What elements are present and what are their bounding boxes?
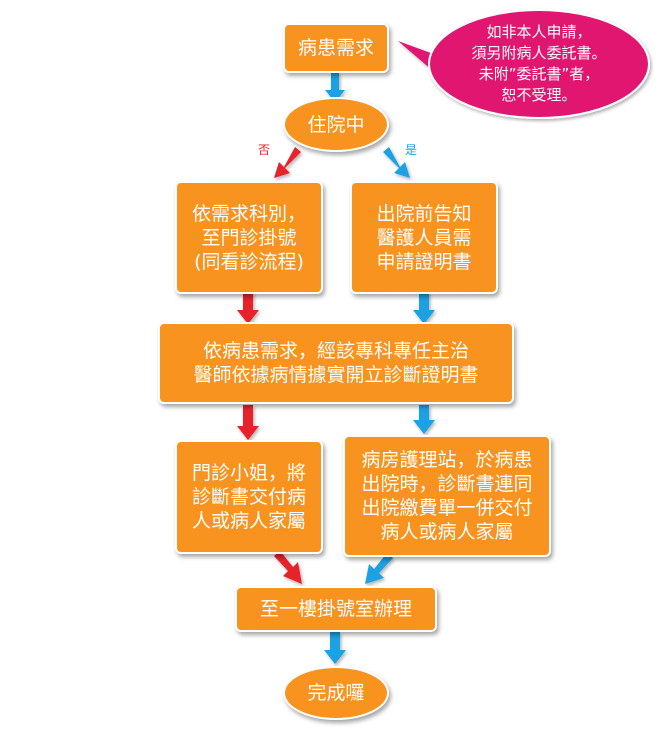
arrow-no-to-issue xyxy=(237,292,259,324)
label-no: 否 xyxy=(258,143,271,157)
node-done: 完成囉 xyxy=(283,666,389,720)
node-clinic-handover: 門診小姐，將 診斷書交付病 人或病人家屬 xyxy=(175,440,323,554)
node-inpatient: 住院中 xyxy=(283,97,389,152)
note-bubble-body xyxy=(428,9,650,119)
node-issue: 依病患需求，經該專科專任主治 醫師依據病情據實開立診斷證明書 xyxy=(158,322,514,404)
arrow-issue-to-ward xyxy=(413,405,435,434)
node-yes-branch: 出院前告知 醫護人員需 申請證明書 xyxy=(350,181,498,294)
arrow-inpatient-to-no xyxy=(274,147,301,178)
arrow-clinic-to-register xyxy=(274,551,302,584)
node-request: 病患需求 xyxy=(283,23,389,73)
note-text: 如非本人申請， 須另附病人委託書。 未附”委託書”者， 恕不受理。 xyxy=(471,23,607,104)
arrow-register-to-done xyxy=(324,632,346,664)
note-bubble xyxy=(398,9,650,119)
node-ward-handover: 病房護理站，於病患 出院時，診斷書連同 出院繳費單一併交付 病人或病人家屬 xyxy=(343,435,551,557)
arrow-yes-to-issue xyxy=(413,292,435,324)
node-no-branch: 依需求科別， 至門診掛號 (同看診流程) xyxy=(175,181,323,294)
arrow-inpatient-to-yes xyxy=(383,147,410,178)
node-register: 至一樓掛號室辦理 xyxy=(235,586,437,632)
arrow-issue-to-clinic xyxy=(237,405,259,440)
arrow-request-to-inpatient xyxy=(325,73,345,102)
label-yes: 是 xyxy=(405,143,418,157)
arrow-ward-to-register xyxy=(365,553,393,584)
